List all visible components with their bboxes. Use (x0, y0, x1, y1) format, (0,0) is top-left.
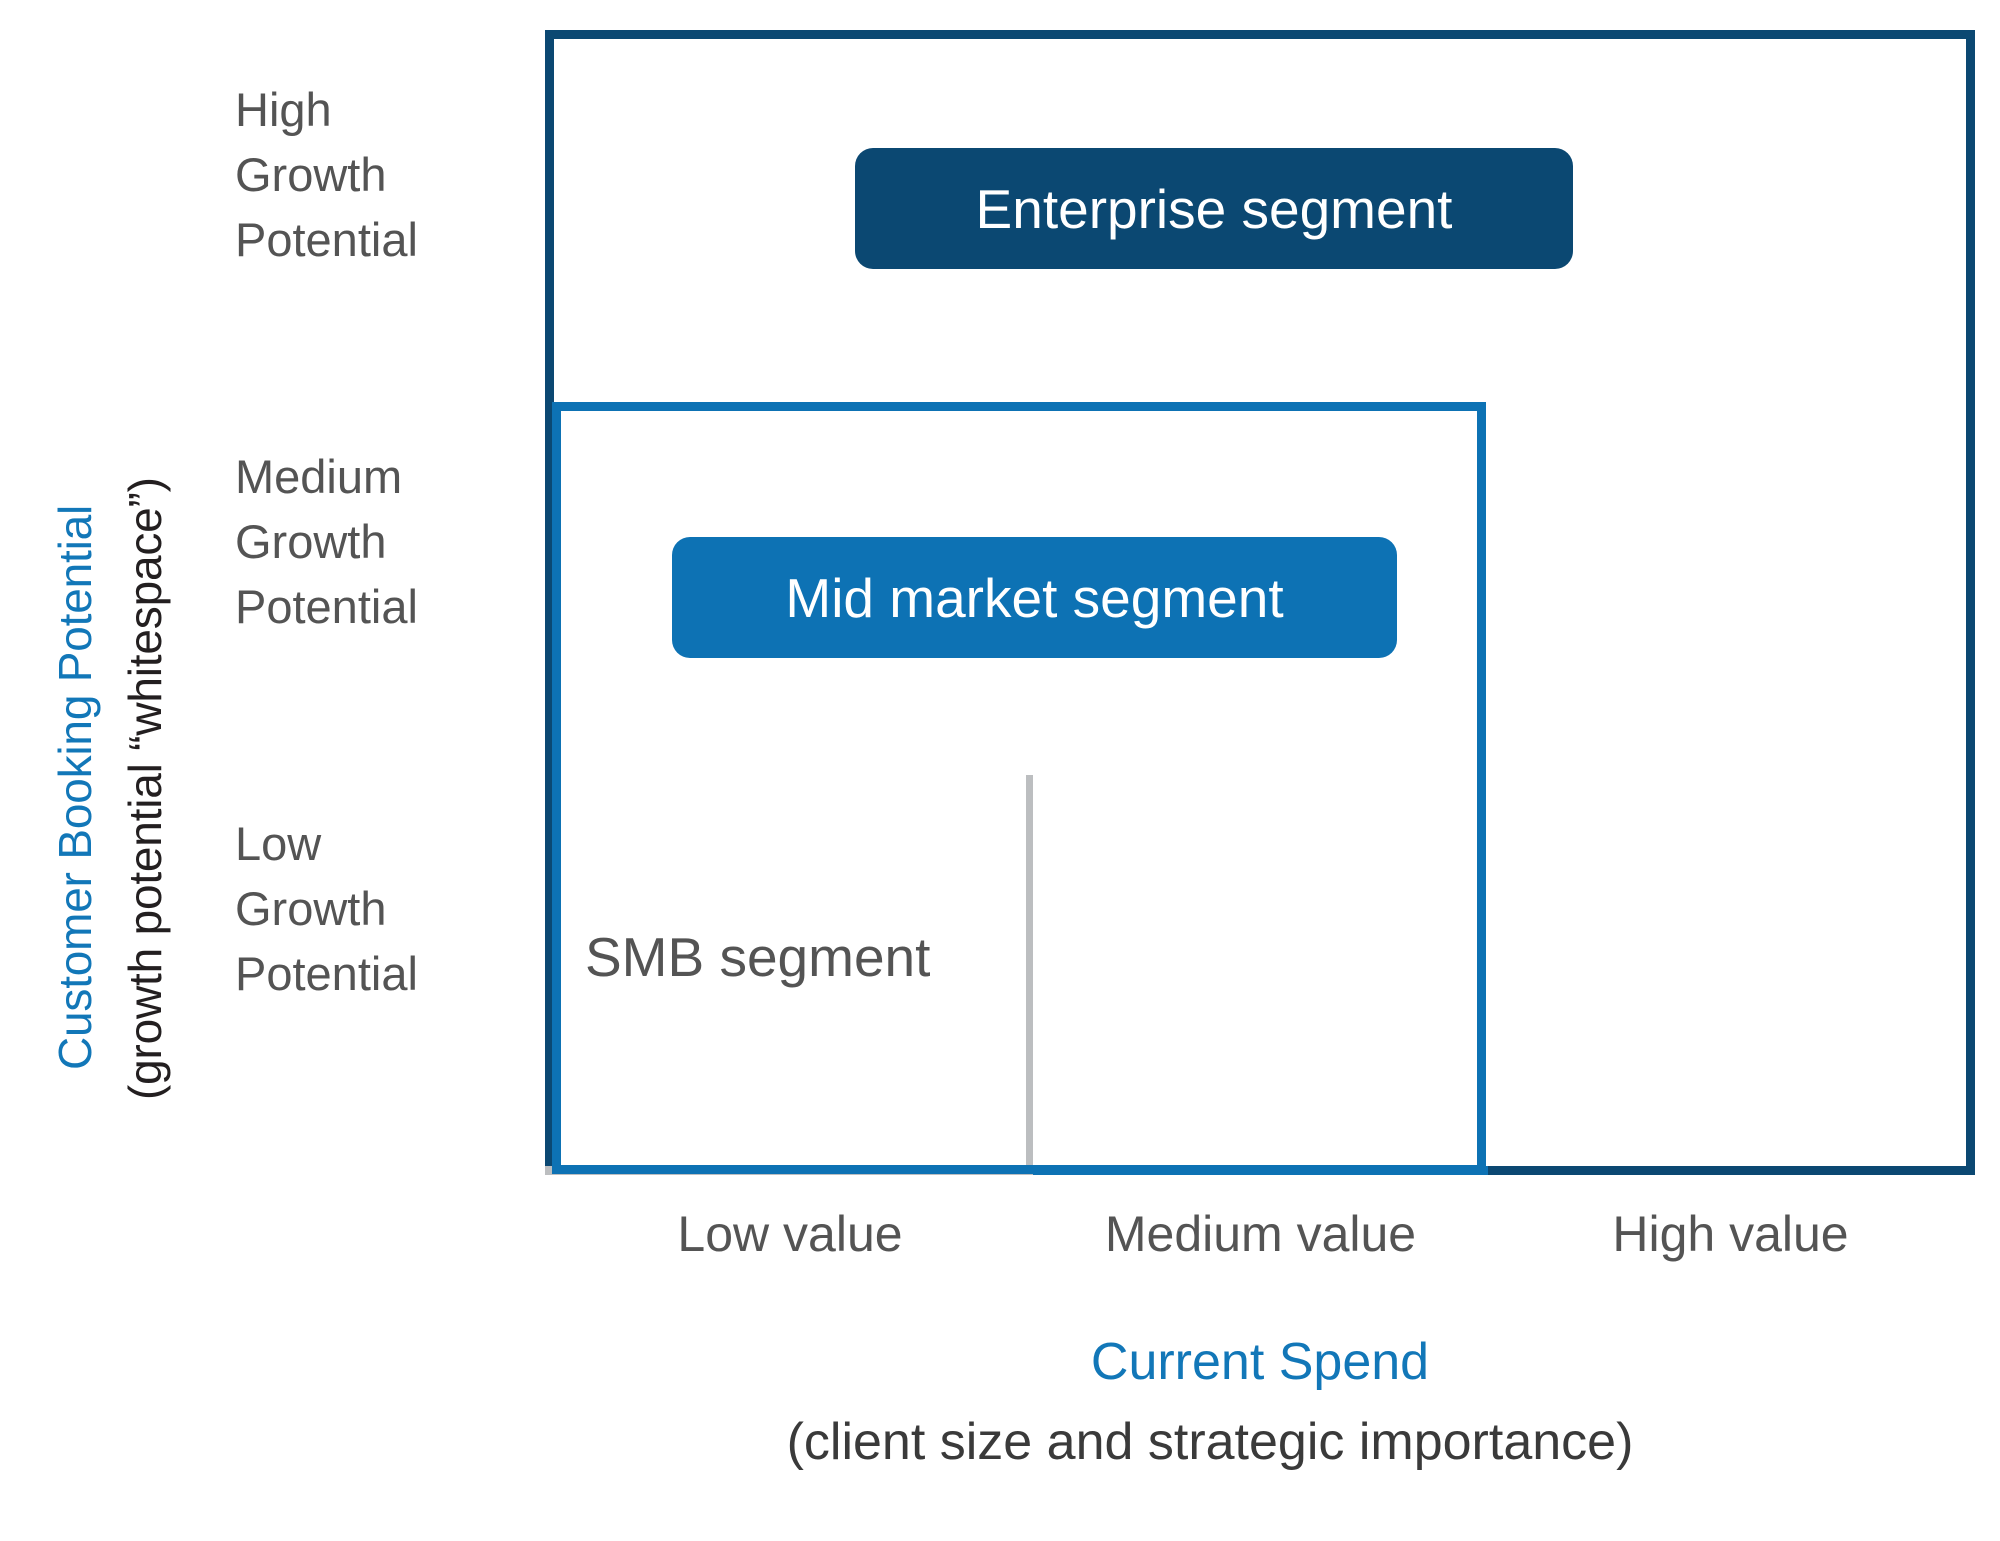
y-tick-label-low: Low Growth Potential (235, 812, 505, 1007)
y-axis-title: Customer Booking Potential (49, 505, 101, 1070)
x-tick-label-high: High value (1612, 1206, 1849, 1262)
y-tick-label-medium: Medium Growth Potential (235, 445, 505, 640)
y-axis-subtitle: (growth potential “whitespace”) (119, 477, 171, 1100)
y-tick-high-line2: Growth (235, 147, 387, 201)
x-axis-subtitle: (client size and strategic importance) (786, 1413, 1634, 1471)
x-axis-segment-high (1486, 1166, 1975, 1175)
y-tick-label-high: High Growth Potential (235, 78, 505, 273)
y-axis-title-group: Customer Booking Potential (growth poten… (0, 0, 200, 1175)
y-tick-low-line2: Growth (235, 881, 387, 935)
x-axis-segment-medium (1033, 1166, 1488, 1175)
x-tick-label-medium: Medium value (1104, 1206, 1417, 1262)
y-tick-high-line3: Potential (235, 212, 418, 266)
y-tick-low-line1: Low (235, 817, 322, 870)
enterprise-segment-label: Enterprise segment (855, 148, 1573, 269)
y-tick-medium-line3: Potential (235, 579, 418, 633)
x-tick-label-low: Low value (677, 1206, 903, 1262)
midmarket-segment-rect (552, 402, 1486, 1174)
y-tick-high-line1: High (235, 83, 332, 136)
y-tick-medium-line1: Medium (235, 450, 403, 503)
midmarket-segment-label: Mid market segment (672, 537, 1397, 658)
x-axis-title: Current Spend (1090, 1333, 1430, 1391)
y-tick-low-line3: Potential (235, 946, 418, 1000)
y-tick-medium-line2: Growth (235, 514, 387, 568)
smb-segment-label: SMB segment (585, 926, 931, 988)
